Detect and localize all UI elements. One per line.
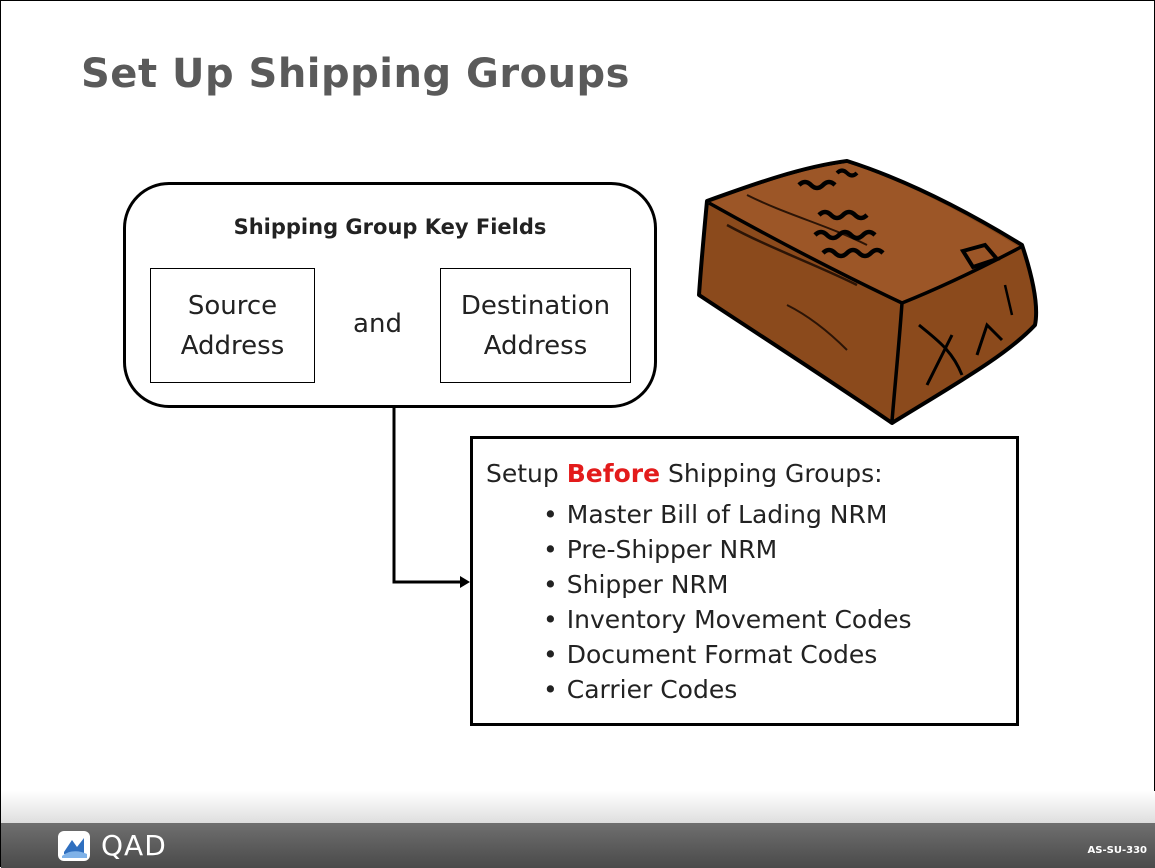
list-item-text: Master Bill of Lading NRM bbox=[566, 500, 888, 529]
setup-heading-suffix: Shipping Groups: bbox=[668, 459, 883, 488]
list-item: • Shipper NRM bbox=[543, 567, 1016, 602]
list-item-text: Pre-Shipper NRM bbox=[566, 535, 778, 564]
list-item: • Carrier Codes bbox=[543, 672, 1016, 707]
list-item: • Pre-Shipper NRM bbox=[543, 532, 1016, 567]
key-fields-title: Shipping Group Key Fields bbox=[233, 215, 547, 239]
list-item-text: Document Format Codes bbox=[566, 640, 878, 669]
slide-code: AS-SU-330 bbox=[1087, 845, 1147, 856]
package-icon bbox=[697, 159, 1039, 425]
bullet: • bbox=[543, 500, 558, 529]
slide-title: Set Up Shipping Groups bbox=[81, 51, 630, 97]
bullet: • bbox=[543, 570, 558, 599]
destination-address-line-1: Destination bbox=[460, 290, 611, 321]
bullet: • bbox=[543, 605, 558, 634]
list-item: • Document Format Codes bbox=[543, 637, 1016, 672]
footer-gradient bbox=[1, 791, 1155, 823]
destination-address-line-2: Address bbox=[483, 330, 588, 361]
bullet: • bbox=[543, 675, 558, 704]
setup-heading-prefix: Setup bbox=[486, 459, 559, 488]
key-fields-panel: Shipping Group Key Fields Source Address… bbox=[123, 182, 657, 408]
setup-heading: Setup Before Shipping Groups: bbox=[486, 457, 1016, 491]
setup-heading-emphasis: Before bbox=[566, 459, 661, 488]
bullet: • bbox=[543, 640, 558, 669]
source-address-box: Source Address bbox=[150, 268, 315, 383]
and-label: and bbox=[353, 309, 402, 339]
list-item: • Inventory Movement Codes bbox=[543, 602, 1016, 637]
qad-logo: QAD bbox=[57, 829, 167, 862]
qad-logo-text: QAD bbox=[101, 829, 167, 862]
source-address-line-1: Source bbox=[187, 290, 278, 321]
bullet: • bbox=[543, 535, 558, 564]
source-address-line-2: Address bbox=[180, 330, 285, 361]
qad-logo-icon bbox=[58, 830, 90, 861]
list-item: • Master Bill of Lading NRM bbox=[543, 497, 1016, 532]
footer-bar: QAD AS-SU-330 bbox=[1, 823, 1155, 868]
list-item-text: Inventory Movement Codes bbox=[566, 605, 912, 634]
setup-before-panel: Setup Before Shipping Groups: • Master Bi… bbox=[470, 436, 1019, 726]
destination-address-box: Destination Address bbox=[440, 268, 631, 383]
setup-list: • Master Bill of Lading NRM • Pre-Shipper … bbox=[486, 497, 1016, 707]
list-item-text: Carrier Codes bbox=[566, 675, 738, 704]
list-item-text: Shipper NRM bbox=[566, 570, 729, 599]
